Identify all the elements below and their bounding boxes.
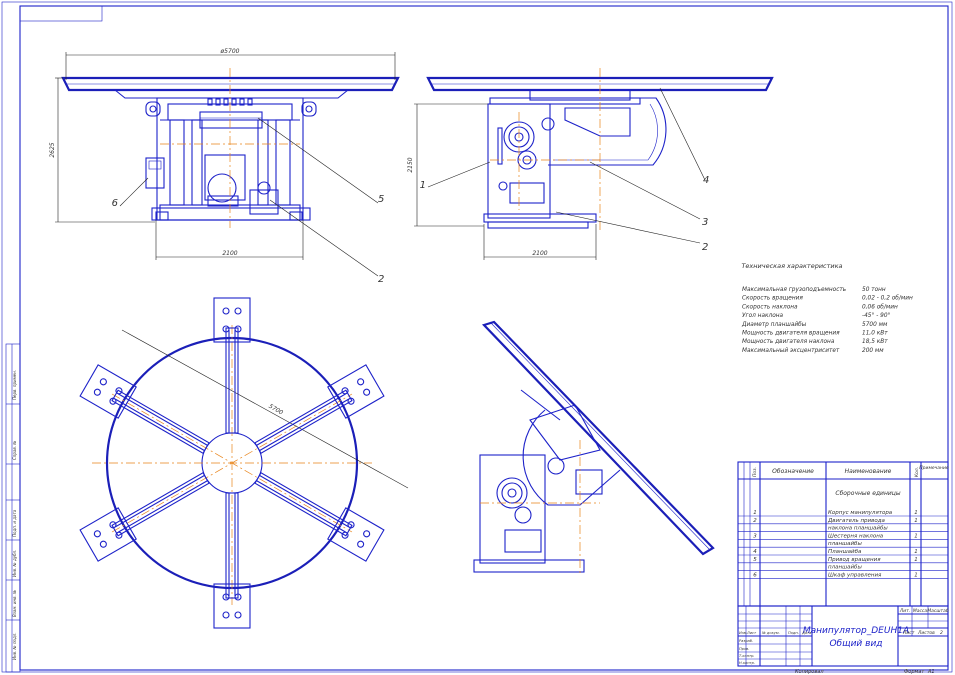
spec-label: Мощность двигателя вращения [742, 331, 840, 337]
side-view [414, 68, 774, 260]
spec-value: -45° - 90° [862, 313, 891, 319]
dim-plan-diameter: 5700 [267, 403, 284, 417]
spec-value: 18,5 кВт [862, 339, 888, 345]
spec-value: 0,02 - 0,2 об/мин [862, 296, 913, 302]
side-stamp-s5: Взам. инв. № [12, 590, 17, 617]
front-view [55, 52, 400, 277]
dim-width-side: 2100 [532, 250, 547, 257]
dim-width-front: 2100 [222, 250, 237, 257]
stamp-tkontr: Т.контр. [739, 654, 755, 658]
callout-1: 1 [420, 180, 426, 191]
callout-4: 4 [703, 175, 709, 186]
dim-height-front: 2625 [49, 142, 56, 157]
row-name: планшайбы [828, 565, 862, 571]
spec-block: Техническая характеристика Максимальная … [741, 262, 913, 354]
row-pos: 2 [753, 518, 757, 524]
format-label: Формат [904, 669, 925, 675]
stamp-nkontr: Н.контр. [739, 661, 755, 665]
callout-6: 6 [112, 198, 118, 209]
row-name: Планшайба [828, 549, 862, 555]
row-name: Шестерня наклона [828, 533, 884, 539]
scale-label: Масштаб [927, 608, 949, 614]
stamp-list: Лист [746, 631, 757, 635]
tilted-view [473, 320, 715, 575]
sheets-label: Листов [917, 630, 935, 636]
row-pos: 4 [753, 549, 757, 555]
spec-label: Максимальный эксцентриситет [742, 348, 840, 354]
spec-value: 5700 мм [862, 322, 888, 328]
spec-value: 50 тонн [862, 287, 886, 293]
spec-label: Максимальная грузоподъемность [742, 287, 846, 293]
row-qty: 1 [914, 510, 918, 516]
row-name: планшайбы [828, 541, 862, 547]
dim-diameter-top: ø5700 [220, 48, 240, 55]
sheet-label: Лист [902, 630, 915, 636]
header-name: Наименование [845, 468, 892, 475]
row-name: Двигатель привода [827, 518, 886, 524]
spec-label: Диаметр планшайбы [741, 322, 807, 328]
stamp-razrab: Разраб. [739, 639, 753, 643]
row-qty: 1 [914, 533, 918, 539]
side-stamp-s2: Справ. № [12, 441, 17, 460]
row-pos: 3 [753, 533, 757, 539]
header-pos: Поз. [752, 467, 758, 477]
stamp-doc: № докум. [761, 631, 780, 635]
stamp-date: Дата [801, 631, 811, 635]
spec-label: Угол наклона [742, 313, 784, 319]
row-qty: 1 [914, 518, 918, 524]
top-left-stamp [19, 5, 103, 22]
stamp-sign: Подп. [788, 631, 799, 635]
row-qty: 1 [914, 549, 918, 555]
spec-label: Мощность двигателя наклона [742, 339, 835, 345]
header-note: Примечание [919, 465, 949, 471]
spec-label: Скорость наклона [742, 304, 798, 310]
mass-label: Масса [913, 608, 928, 614]
callout-2-side: 2 [702, 242, 708, 253]
sheets-count: 2 [940, 630, 943, 636]
format-value: А1 [927, 669, 935, 675]
stamp-prov: Пров. [739, 647, 749, 651]
inner-frame [19, 5, 949, 671]
section-title: Сборочные единицы [835, 490, 900, 497]
parts-list: Поз. Обозначение Наименование Кол. Приме… [737, 461, 949, 607]
title-line1: Манипулятор_DEUH1A [803, 626, 909, 636]
row-qty: 1 [914, 557, 918, 563]
spec-value: 11,0 кВт [862, 331, 888, 337]
stamp-izm: Изм. [739, 631, 747, 635]
spec-label: Скорость вращения [742, 296, 803, 302]
row-name: наклона планшайбы [828, 526, 888, 532]
dim-height-side: 2150 [407, 157, 414, 172]
title-block: Манипулятор_DEUH1A Общий вид Лит. Масса … [737, 605, 949, 667]
plan-view [79, 297, 409, 629]
side-stamp-s4: Инв. № дубл. [12, 550, 17, 577]
row-name: Корпус манипулятора [828, 510, 893, 516]
side-stamp: Перв. примен. Справ. № Подп. и дата Инв.… [5, 343, 21, 673]
row-pos: 6 [753, 572, 757, 578]
callout-5: 5 [378, 194, 384, 205]
row-qty: 1 [914, 572, 918, 578]
callout-3: 3 [702, 217, 708, 228]
row-name: Привод вращения [828, 557, 881, 563]
row-pos: 5 [753, 557, 757, 563]
header-qty: Кол. [914, 467, 920, 477]
spec-value: 0,06 об/мин [862, 304, 898, 310]
callout-2-front: 2 [378, 274, 384, 285]
row-name: Шкаф управления [828, 572, 882, 578]
side-stamp-s1: Перв. примен. [12, 370, 17, 400]
header-designation: Обозначение [772, 468, 814, 475]
side-stamp-s3: Подп. и дата [12, 509, 17, 537]
row-pos: 1 [753, 510, 757, 516]
lit-label: Лит. [899, 608, 910, 614]
spec-value: 200 мм [862, 348, 884, 354]
title-line2: Общий вид [829, 639, 882, 649]
side-stamp-s7: Инв. № подл. [12, 632, 17, 660]
copied-label: Копировал [795, 669, 824, 675]
spec-title: Техническая характеристика [741, 262, 842, 270]
